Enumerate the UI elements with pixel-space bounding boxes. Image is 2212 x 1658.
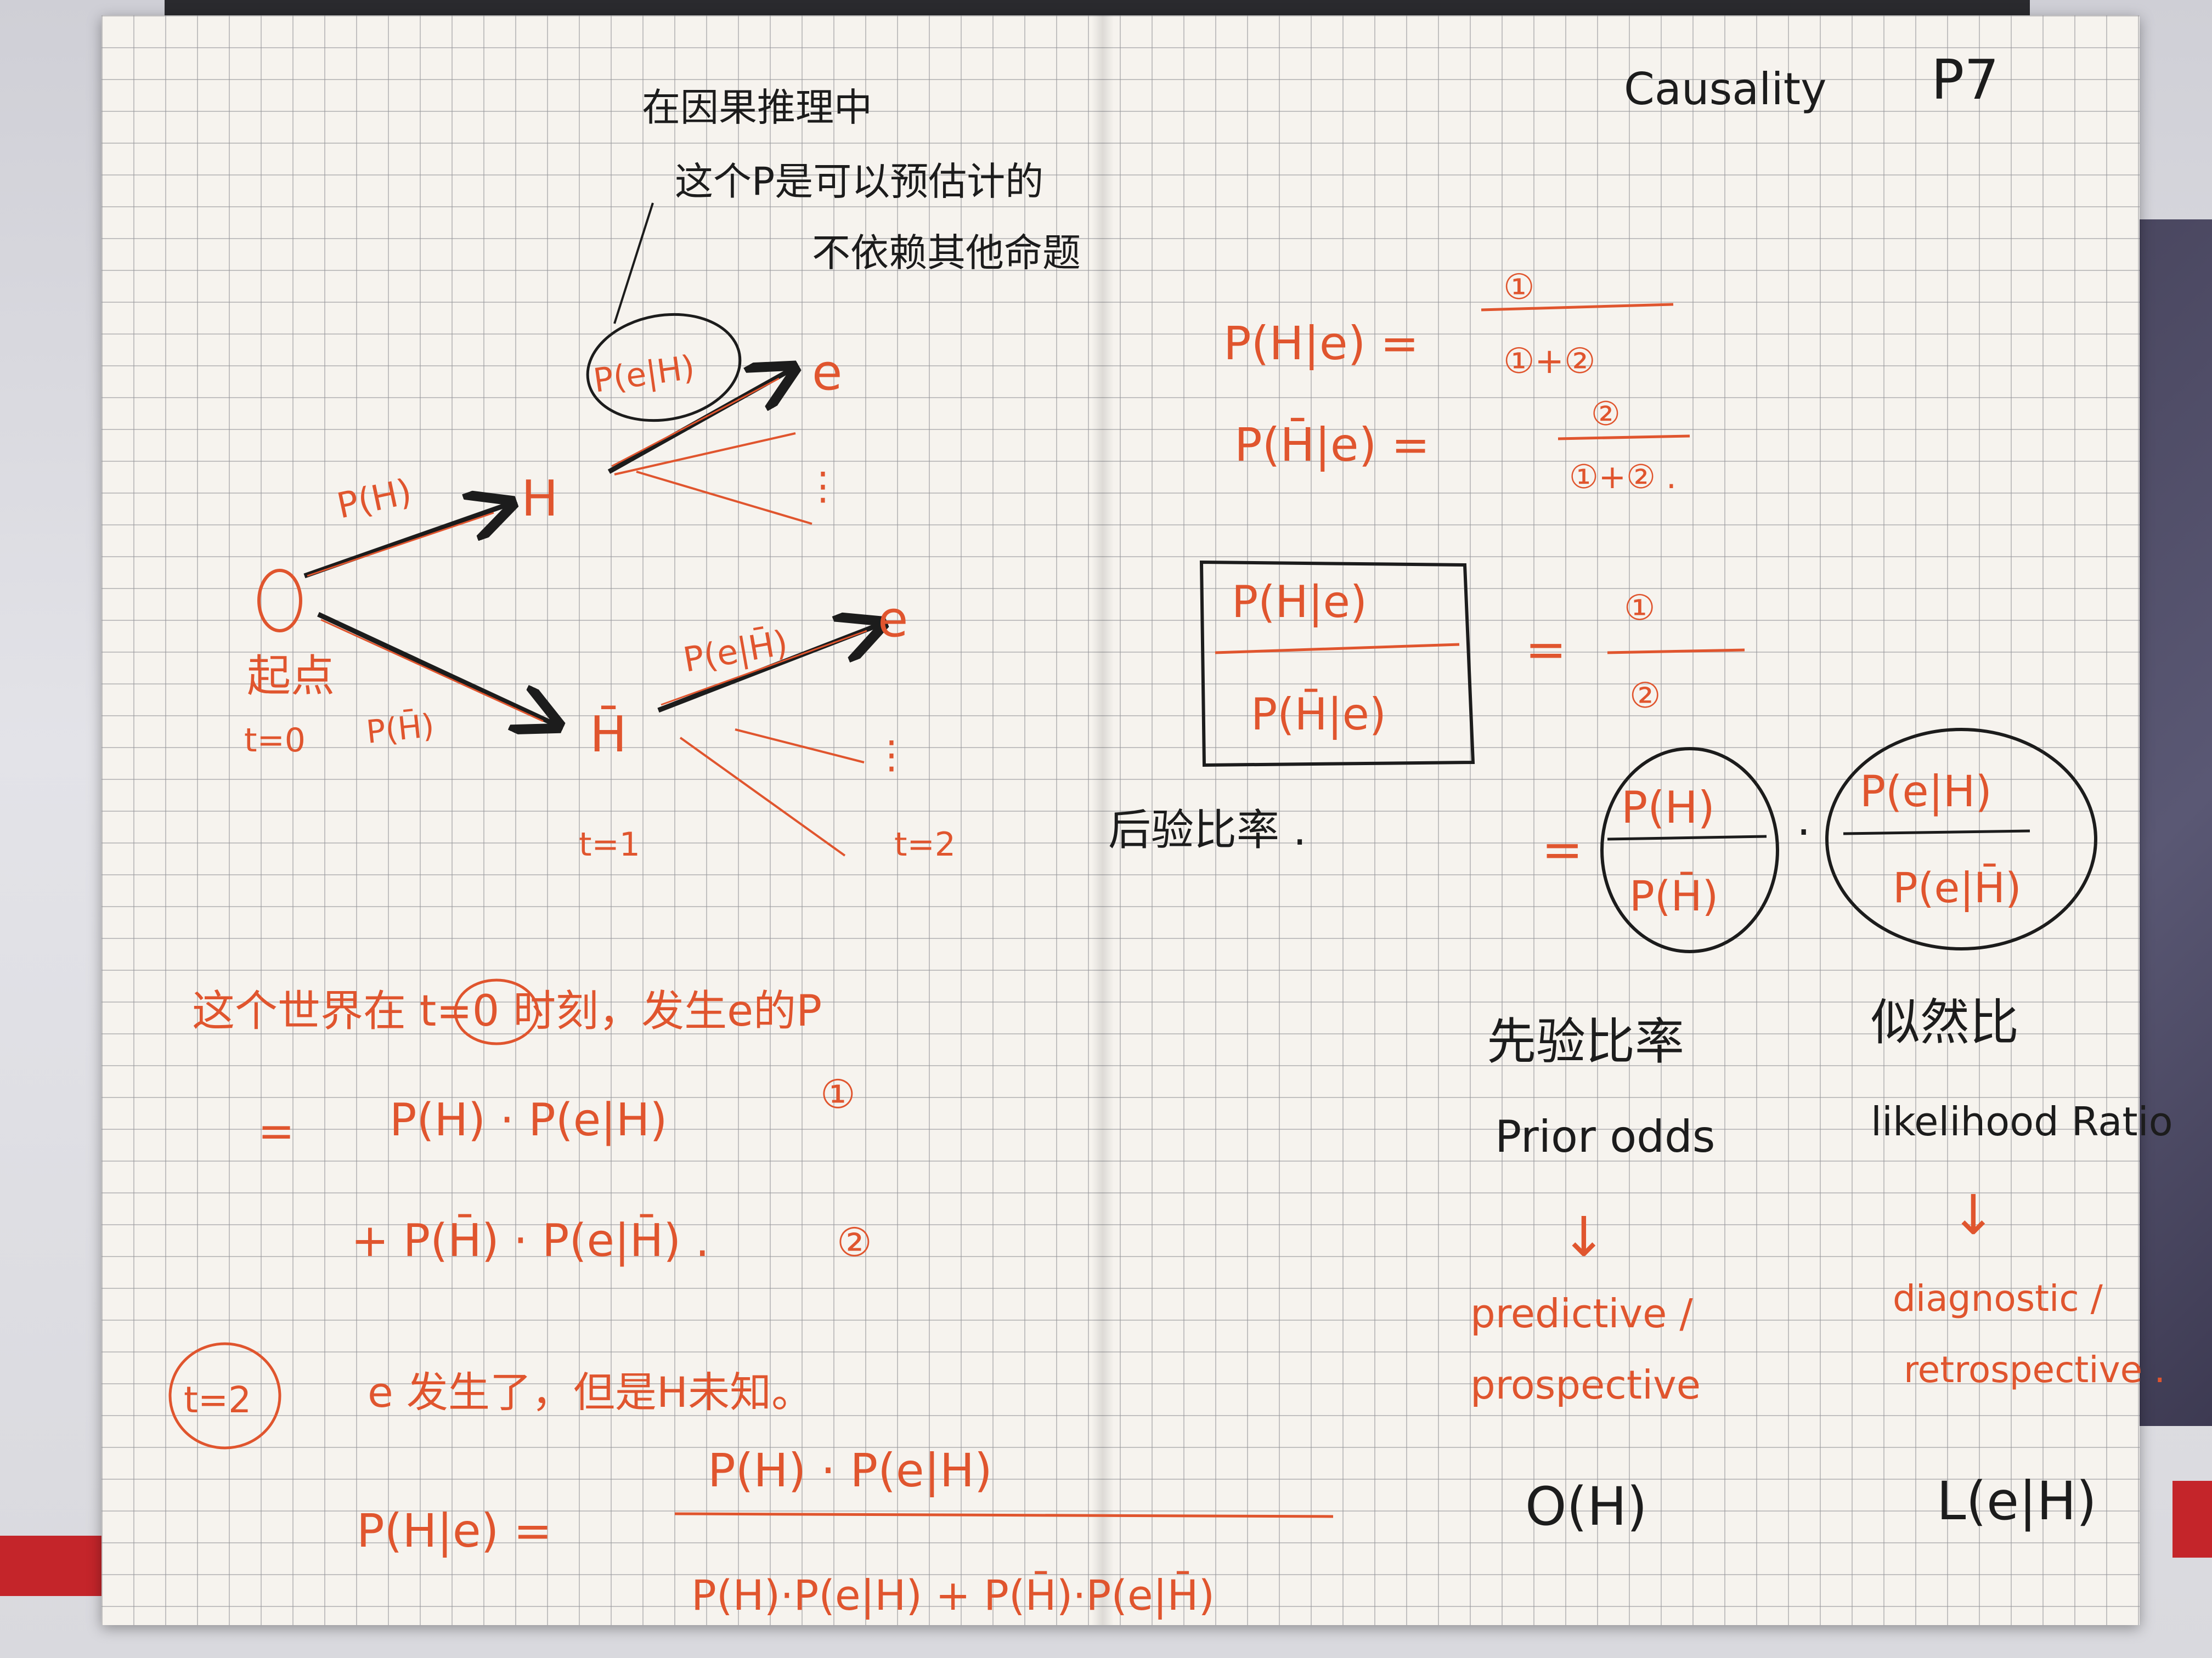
t0-label: t=0 — [244, 721, 306, 760]
likelihood-type1: diagnostic / — [1893, 1277, 2103, 1320]
t1-label: t=1 — [579, 825, 640, 864]
ratio-num: ① — [1624, 588, 1655, 629]
edge-start-notH-red — [320, 619, 544, 722]
eq2: = — [1542, 821, 1583, 879]
box-denominator: P(H̄|e) — [1251, 688, 1386, 740]
prior-type2: prospective — [1470, 1362, 1701, 1408]
prior-denominator: P(H̄) — [1629, 871, 1718, 920]
prior-arrow: ↓ — [1561, 1205, 1607, 1269]
prior-symbol: O(H) — [1525, 1476, 1647, 1537]
bayes-fraction-bar — [674, 1512, 1334, 1518]
bayes-denominator: P(H)·P(e|H) + P(H̄)·P(e|H̄) — [691, 1570, 1215, 1620]
likelihood-numerator: P(e|H) — [1860, 767, 1992, 817]
t0-circle — [454, 978, 539, 1045]
prior-circle — [1600, 747, 1779, 953]
prior-cn: 先验比率 — [1487, 1013, 1684, 1071]
ratio-den: ② — [1629, 676, 1661, 716]
annotation-pointer — [613, 202, 654, 324]
subject-label: Causality — [1624, 64, 1826, 115]
edge-H-other1 — [614, 432, 796, 476]
start-label: 起点 — [247, 650, 335, 701]
annotation-line3: 不依赖其他命题 — [812, 230, 1081, 275]
likelihood-en: likelihood Ratio — [1871, 1099, 2173, 1145]
edge-start-H — [303, 505, 507, 579]
page-number: P7 — [1931, 48, 1999, 112]
edge-start-H-red — [307, 512, 494, 577]
ratio-bar — [1607, 648, 1745, 654]
annotation-line2: 这个P是可以预估计的 — [675, 159, 1043, 204]
pHe-den: ①+② — [1503, 341, 1595, 382]
prior-en: Prior odds — [1495, 1111, 1715, 1162]
pnHe-den: ①+② . — [1569, 458, 1677, 496]
formula-mark1: ① — [820, 1071, 856, 1117]
formula-eq: = — [258, 1106, 295, 1157]
prior-bar — [1607, 835, 1767, 841]
edge-notH-other2 — [679, 737, 846, 857]
likelihood-denominator: P(e|H̄) — [1893, 863, 2022, 913]
edge-H-other2 — [636, 471, 812, 525]
bayes-lhs: P(H|e) = — [357, 1504, 552, 1558]
dots-top: ⋮ — [804, 463, 842, 508]
likelihood-arrow: ↓ — [1950, 1183, 1996, 1247]
pnHe-bar — [1558, 434, 1690, 440]
box-numerator: P(H|e) — [1232, 576, 1367, 628]
notebook-page — [101, 15, 2140, 1625]
pnHe-lhs: P(H̄|e) = — [1234, 418, 1430, 472]
multiply-dot: · — [1797, 807, 1810, 858]
red-strip-right — [2172, 1481, 2212, 1558]
node-H: H — [521, 470, 558, 528]
pHe-num: ① — [1503, 267, 1534, 308]
world-sentence: 这个世界在 t=0 时刻，发生e的P — [192, 987, 822, 1036]
pnHe-num: ② — [1591, 395, 1621, 433]
edge-pH-label: P(H) — [334, 472, 415, 527]
bayes-numerator: P(H) · P(e|H) — [708, 1444, 992, 1497]
likelihood-type2: retrospective . — [1904, 1349, 2165, 1391]
pHe-bar — [1481, 303, 1674, 312]
prior-type1: predictive / — [1470, 1291, 1693, 1337]
leaf-e-top: e — [812, 344, 842, 401]
posterior-box — [1199, 560, 1475, 767]
pHe-lhs: P(H|e) = — [1223, 316, 1419, 370]
likelihood-circle — [1825, 728, 2097, 950]
edge-peH-label: P(e|H) — [591, 348, 697, 400]
notebook-spine — [1092, 15, 1114, 1625]
formula-mark2: ② — [837, 1219, 872, 1265]
edge-start-notH — [317, 612, 554, 724]
edge-pnotH-label: P(H̄) — [364, 706, 436, 751]
posterior-label: 后验比率 . — [1108, 806, 1307, 855]
leaf-e-bottom: e — [878, 591, 908, 648]
t2-label: t=2 — [894, 825, 956, 864]
edge-H-e-red — [611, 377, 780, 467]
annotation-line1: 在因果推理中 — [642, 85, 872, 130]
likelihood-cn: 似然比 — [1871, 994, 2019, 1051]
ratio-eq: = — [1525, 621, 1566, 678]
prior-numerator: P(H) — [1621, 782, 1715, 833]
right-fabric — [2140, 219, 2212, 1426]
likelihood-bar — [1843, 829, 2030, 835]
edge-notH-other1 — [735, 728, 865, 763]
formula-term1: P(H) · P(e|H) — [390, 1094, 667, 1146]
start-node — [257, 569, 302, 632]
t2-circle-label: t=2 — [184, 1379, 251, 1421]
node-notH: H̄ — [590, 705, 627, 763]
box-bar — [1215, 643, 1460, 654]
edge-notH-e-red — [661, 630, 867, 706]
annotation-circle — [586, 313, 742, 422]
formula-term2: + P(H̄) · P(e|H̄) . — [351, 1214, 709, 1267]
edge-penotH-label: P(e|H̄) — [680, 622, 791, 680]
dots-bottom: ⋮ — [872, 732, 911, 777]
likelihood-symbol: L(e|H) — [1937, 1470, 2097, 1532]
t2-circle — [168, 1342, 281, 1450]
t2-sentence: e 发生了，但是H未知。 — [368, 1368, 813, 1417]
